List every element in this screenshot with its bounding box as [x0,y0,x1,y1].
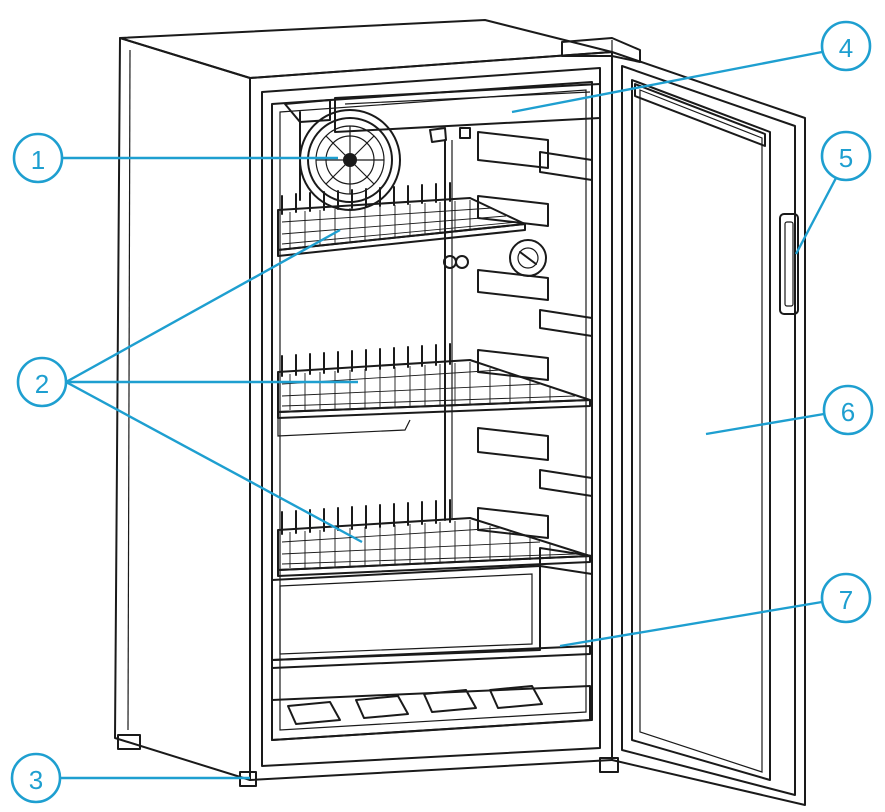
leader-5 [794,177,838,255]
callout-6: 6 [822,384,874,436]
callout-7: 7 [820,572,872,624]
bottom-bin [271,565,591,741]
callout-5: 5 [820,130,872,182]
callout-3: 3 [10,752,62,804]
callout-6-label: 6 [841,397,855,427]
top-light-housing [334,83,601,143]
leader-lines [60,50,838,780]
leader-6 [705,412,825,436]
shelf-bottom [277,499,591,577]
callout-2: 2 [16,356,68,408]
callout-1-label: 1 [31,145,45,175]
callout-7-label: 7 [839,585,853,615]
thermostat-knob [509,239,547,277]
callout-4: 4 [820,20,872,72]
callout-3-label: 3 [29,765,43,795]
leader-2-bottom [65,380,363,544]
leader-2-top [65,228,341,384]
callout-2-label: 2 [35,369,49,399]
callout-1: 1 [12,132,64,184]
callout-4-label: 4 [839,33,853,63]
fan-assembly [284,99,401,211]
shelf-middle [277,343,591,437]
shelf-rails [477,131,593,575]
callout-5-label: 5 [839,143,853,173]
door-handle [779,213,799,315]
leader-4 [511,50,823,114]
leader-7 [559,600,823,648]
center-rod [443,139,469,521]
glass-door [561,37,806,806]
shelf-top [277,182,526,257]
